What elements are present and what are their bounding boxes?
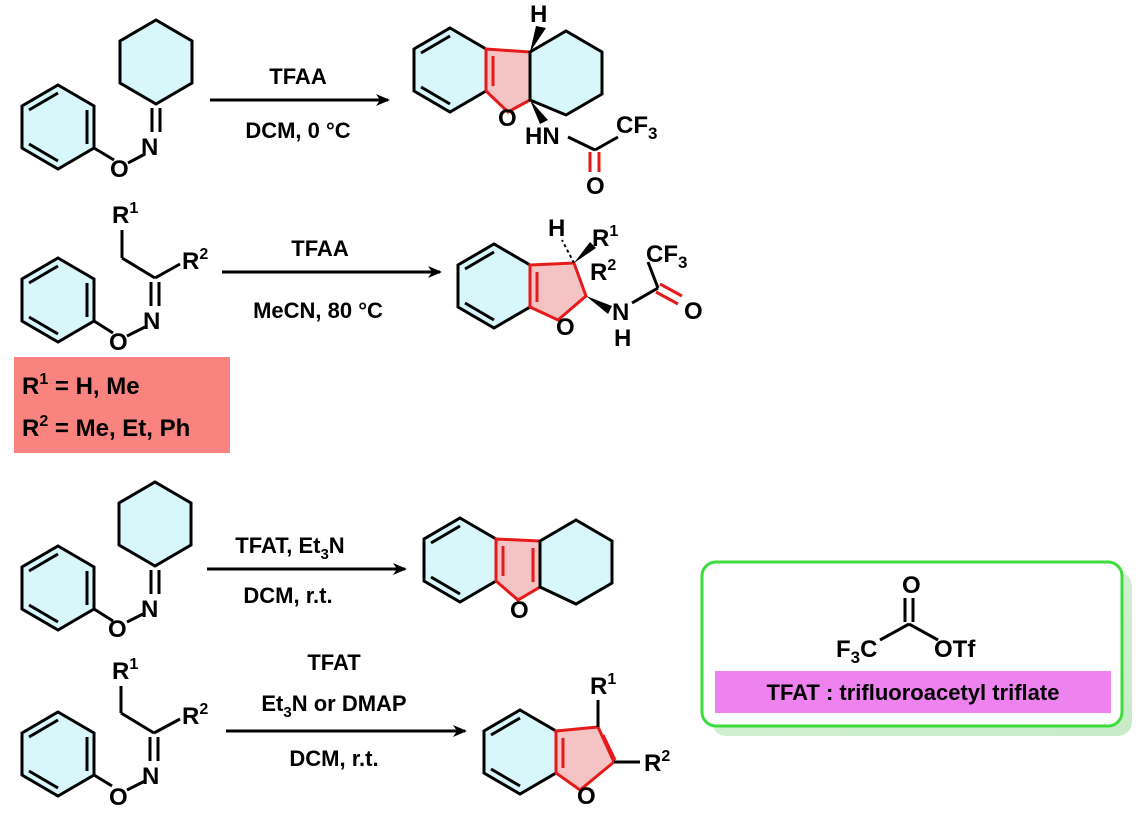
product-1-cf3-label: CF3: [616, 112, 657, 143]
product-3-o-label: O: [510, 597, 529, 624]
substrate-1-n-label: N: [141, 134, 158, 161]
substrate-4-n-label: N: [142, 763, 159, 790]
tfat-f3c-label: F3C: [836, 636, 877, 667]
substrate-2-n-label: N: [143, 308, 160, 335]
product-2-dihydrobenzofuran: O H R1 R2 N H CF3 O: [456, 215, 703, 352]
reaction-2-reagent: TFAA: [291, 236, 349, 261]
reaction-3-reagent: TFAT, Et3N: [235, 533, 344, 563]
tfat-caption: TFAT : trifluoroacetyl triflate: [767, 680, 1060, 705]
substrate-2-r1-label: R1: [112, 200, 138, 229]
substituent-r1-line: R1 = H, Me: [22, 371, 140, 400]
substituent-box: R1 = H, Me R2 = Me, Et, Ph: [14, 357, 230, 453]
product-2-nh-label: H: [614, 325, 631, 352]
reaction-2-conditions: MeCN, 80 °C: [253, 298, 383, 323]
reaction-4: O N R1 R2 TFAT Et3N or DMAP DCM, r.t. O …: [20, 650, 670, 811]
product-3-tetrahydrodibenzofuran: O: [422, 516, 614, 624]
reaction-4-reagent-2: Et3N or DMAP: [261, 691, 406, 721]
reaction-1-conditions: DCM, 0 °C: [245, 118, 350, 143]
product-1-h-label: H: [530, 1, 547, 28]
substrate-1-phenyl-ring: [20, 83, 96, 171]
product-4-r1-label: R1: [590, 671, 616, 700]
tfat-info-box: O F3C OTf TFAT : trifluoroacetyl triflat…: [700, 560, 1132, 736]
product-2-n-label: N: [612, 299, 629, 326]
product-4-benzofuran: O R1 R2: [482, 671, 670, 810]
reaction-1-reagent: TFAA: [269, 64, 327, 89]
substrate-2-phenyl-ring: [20, 256, 96, 344]
product-1-carbonyl-o-label: O: [586, 173, 605, 200]
substrate-2-r2-label: R2: [182, 246, 208, 275]
substrate-3-o-label: O: [108, 616, 127, 643]
product-2-cf3-label: CF3: [646, 241, 687, 272]
substituent-r2-line: R2 = Me, Et, Ph: [22, 413, 190, 442]
reaction-3-conditions: DCM, r.t.: [243, 583, 332, 608]
product-2-r1-label: R1: [592, 223, 618, 252]
substrate-1-cyclohexane: [118, 18, 194, 106]
product-2-r2-label: R2: [590, 257, 616, 286]
product-1-hn-label: HN: [525, 123, 560, 150]
product-2-h-label: H: [548, 215, 565, 242]
reaction-1: O N TFAA DCM, 0 °C O H HN CF3: [20, 1, 657, 200]
reaction-4-reagent-1: TFAT: [307, 650, 361, 675]
product-2-carbonyl-o-label: O: [684, 298, 703, 325]
substrate-4-phenyl-ring: [20, 710, 96, 798]
tfat-otf-label: OTf: [934, 636, 976, 663]
reaction-3: O N TFAT, Et3N DCM, r.t. O: [20, 480, 614, 643]
tfat-carbonyl-o-label: O: [902, 572, 921, 599]
substrate-4-o-label: O: [109, 784, 128, 811]
substrate-3-phenyl-ring: [20, 544, 96, 632]
substrate-3-cyclohexane: [117, 480, 193, 568]
product-1-benzofuran: O H HN CF3 O: [412, 1, 657, 200]
product-2-o-label: O: [556, 314, 575, 341]
product-4-o-label: O: [577, 783, 596, 810]
substrate-4-r2-label: R2: [182, 701, 208, 730]
substrate-2-o-label: O: [109, 329, 128, 356]
substrate-3-n-label: N: [141, 596, 158, 623]
reaction-2: O N R1 R2 TFAA MeCN, 80 °C O H R1 R2 N H: [20, 200, 703, 356]
reaction-4-conditions: DCM, r.t.: [289, 746, 378, 771]
product-1-o-label: O: [498, 105, 517, 132]
substrate-1-o-label: O: [110, 156, 129, 183]
substrate-4-r1-label: R1: [112, 656, 138, 685]
product-4-r2-label: R2: [644, 748, 670, 777]
